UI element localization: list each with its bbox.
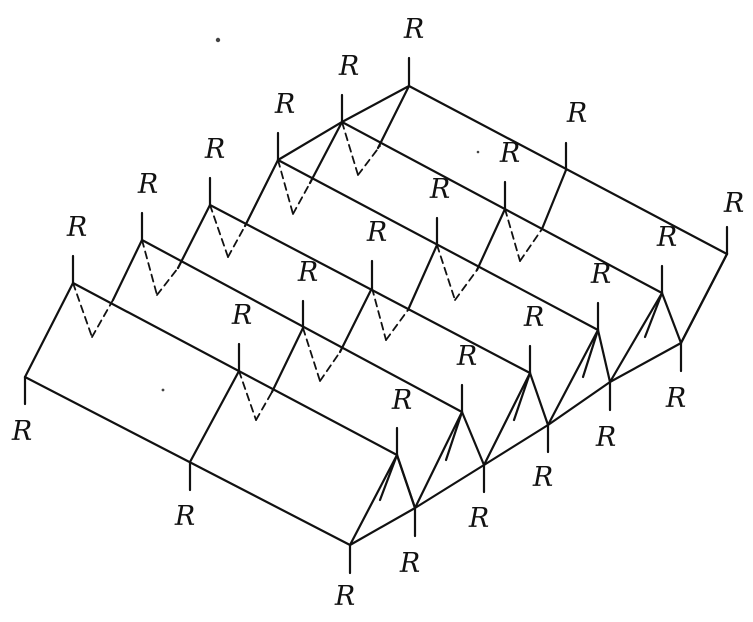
hidden-bond — [436, 244, 456, 301]
hidden-bond — [141, 239, 158, 296]
substituent-r-label: R — [723, 188, 744, 219]
hidden-bond — [357, 145, 381, 176]
bond — [413, 410, 464, 510]
substituent-r-label: R — [429, 174, 450, 205]
hidden-bond — [277, 159, 294, 215]
substituent-r-label: R — [523, 302, 544, 333]
bond — [608, 291, 664, 384]
substituent-r-label: R — [403, 14, 424, 45]
hidden-bond — [385, 309, 409, 341]
substituent-r-label: R — [595, 422, 616, 453]
substituent-r-label: R — [566, 98, 587, 129]
bond — [482, 423, 550, 467]
hidden-bond — [238, 370, 257, 421]
bond — [378, 453, 399, 502]
hidden-bond — [156, 267, 179, 296]
bond — [608, 341, 683, 384]
speck — [215, 37, 221, 43]
hidden-bond — [504, 208, 521, 262]
bond — [338, 286, 374, 354]
substituent-r-label: R — [274, 89, 295, 120]
hidden-bond — [255, 391, 273, 421]
hidden-bonds — [72, 121, 543, 421]
hidden-bond — [91, 299, 114, 338]
substituent-r-label: R — [656, 222, 677, 253]
hidden-bond — [227, 225, 246, 258]
hidden-bond — [302, 327, 321, 382]
hidden-bond — [292, 182, 311, 215]
bond — [395, 453, 417, 510]
bond — [512, 371, 532, 422]
bond — [340, 84, 411, 124]
substituent-r-label: R — [366, 217, 387, 248]
bond — [188, 369, 241, 464]
bond — [243, 158, 280, 228]
speck — [161, 388, 165, 392]
bond — [546, 328, 600, 427]
bond — [413, 463, 486, 510]
paper-specks — [161, 37, 480, 392]
bond — [679, 252, 729, 345]
bond — [444, 410, 464, 462]
bond — [23, 375, 352, 547]
hidden-bond — [72, 282, 93, 338]
bond — [596, 328, 612, 384]
hidden-bond — [454, 269, 478, 301]
bond — [660, 291, 683, 345]
substituent-r-label: R — [532, 462, 553, 493]
bond — [581, 328, 600, 379]
bond — [348, 453, 399, 547]
substituent-r-label: R — [231, 300, 252, 331]
substituent-r-label: R — [137, 169, 158, 200]
bond — [482, 371, 532, 467]
substituent-labels: R R R R R R R R R R R R R R R R R R R R R R R R R R — [11, 14, 744, 612]
substituent-r-label: R — [334, 581, 355, 612]
substituent-r-label: R — [391, 385, 412, 416]
bond — [407, 84, 729, 256]
bond — [276, 120, 344, 162]
substituent-r-label: R — [66, 212, 87, 243]
speck — [476, 150, 480, 154]
front-bonds — [23, 56, 729, 575]
bond — [340, 120, 664, 295]
bond — [270, 326, 305, 394]
bond — [540, 168, 568, 231]
hidden-bond — [341, 121, 359, 176]
bond — [460, 410, 486, 467]
substituent-r-label: R — [11, 416, 32, 447]
substituent-r-label: R — [499, 138, 520, 169]
substituent-r-label: R — [590, 259, 611, 290]
hidden-bond — [319, 351, 341, 382]
bond — [348, 506, 417, 547]
substituent-r-label: R — [399, 548, 420, 579]
bond — [111, 238, 144, 302]
bond — [406, 243, 439, 312]
bond — [71, 281, 399, 457]
substituent-r-label: R — [338, 51, 359, 82]
bond — [176, 203, 212, 270]
bond — [376, 84, 411, 150]
substituent-r-label: R — [468, 503, 489, 534]
bond — [308, 120, 344, 185]
bond — [528, 371, 550, 427]
hidden-bond — [519, 228, 543, 262]
substituent-r-label: R — [174, 501, 195, 532]
substituent-r-label: R — [665, 383, 686, 414]
substituent-r-label: R — [456, 341, 477, 372]
hidden-bond — [371, 287, 387, 341]
substituent-r-label: R — [204, 134, 225, 165]
bond — [546, 380, 612, 427]
bond — [643, 291, 664, 339]
bond — [23, 281, 75, 379]
hidden-bond — [209, 204, 229, 258]
substituent-r-label: R — [297, 257, 318, 288]
bond — [475, 207, 507, 272]
bond — [208, 203, 532, 375]
